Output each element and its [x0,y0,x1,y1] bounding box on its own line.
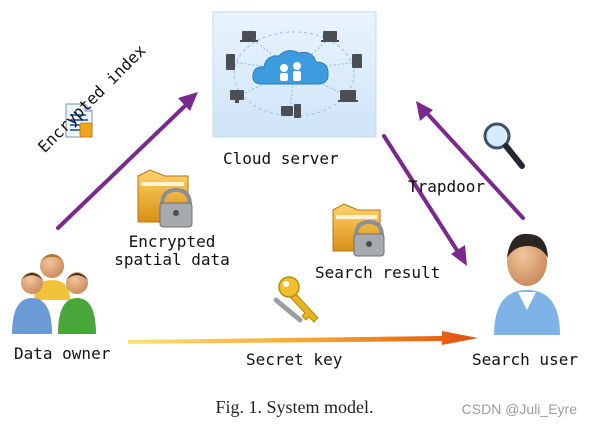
arrow-encrypted-index [56,92,198,230]
document-icon [65,103,93,138]
arrow-secret-key [128,331,478,345]
label-secret-key: Secret key [246,350,343,369]
user-icon [494,233,560,335]
label-trapdoor: Trapdoor [408,177,486,196]
user-group-icon [12,254,96,334]
label-spatial-data-line: spatial data [114,250,230,270]
key-icon [273,276,319,323]
label-search-result: Search result [315,263,441,282]
label-search-user: Search user [472,350,578,369]
watermark-text: CSDN @Juli_Eyre [461,401,577,417]
label-data-owner: Data owner [14,344,111,363]
locked-folder-icon [137,169,193,228]
label-encrypted-spatial-data: Encrypted spatial data [112,232,232,270]
arrow-search-result [382,134,467,266]
label-encrypted-line: Encrypted [128,232,216,251]
locked-folder-icon [332,203,385,257]
magnifier-icon [483,122,525,169]
cloud-network-icon [212,11,377,138]
arrow-trapdoor [416,101,525,220]
label-cloud-server: Cloud server [223,149,339,168]
figure-caption: Fig. 1. System model. [215,397,374,417]
